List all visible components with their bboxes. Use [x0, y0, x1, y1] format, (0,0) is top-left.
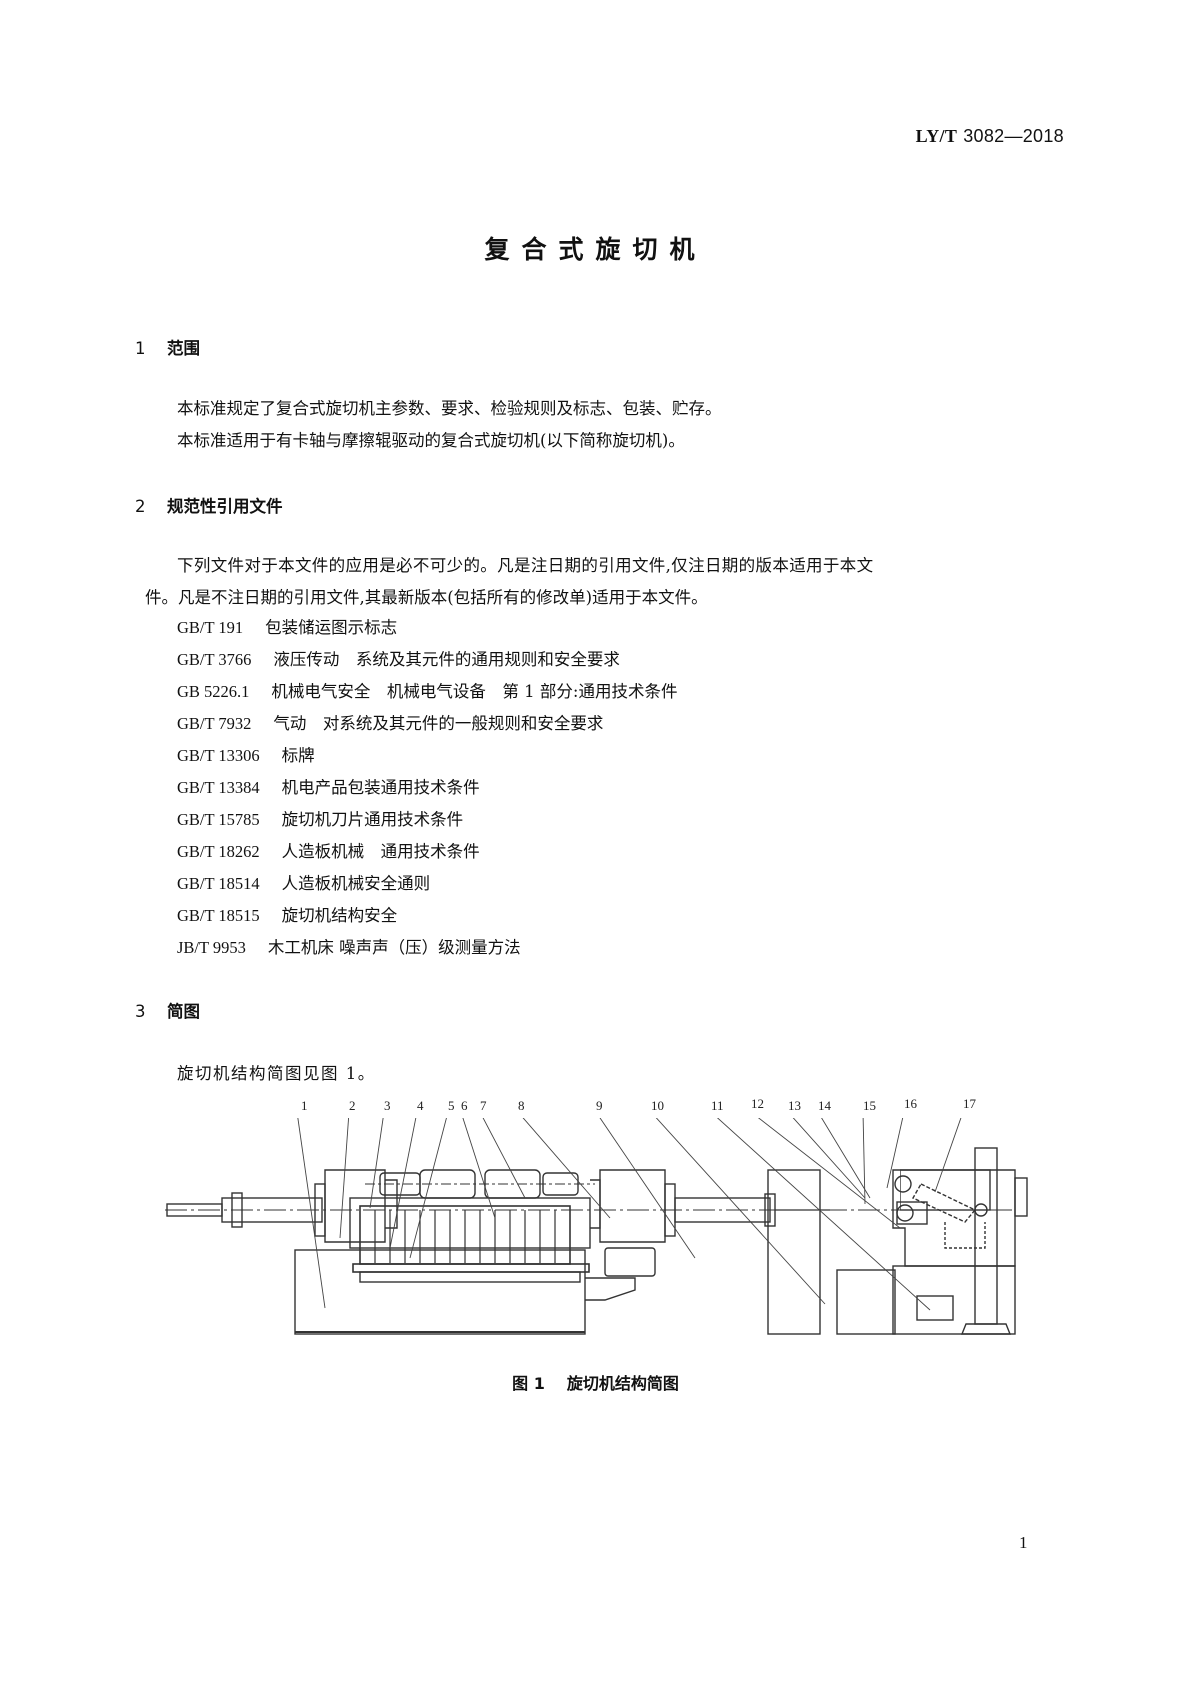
section-number: 3 [135, 1002, 146, 1021]
reference-code: JB/T 9953 [177, 938, 246, 957]
reference-item: GB/T 18514 人造板机械安全通则 [177, 868, 677, 900]
figure-title: 旋切机结构简图 [566, 1374, 679, 1393]
paragraph-line: 件。凡是不注日期的引用文件,其最新版本(包括所有的修改单)适用于本文件。 [145, 588, 708, 607]
reference-code: GB/T 3766 [177, 650, 252, 669]
reference-title: 标牌 [281, 746, 315, 765]
part-label-5: 5 [448, 1098, 455, 1113]
reference-item: GB/T 3766 液压传动 系统及其元件的通用规则和安全要求 [177, 644, 677, 676]
part-label-12: 12 [751, 1096, 764, 1111]
reference-title: 机械电气安全 机械电气设备 第 1 部分:通用技术条件 [271, 682, 678, 701]
paragraph: 本标准适用于有卡轴与摩擦辊驱动的复合式旋切机(以下简称旋切机)。 [177, 431, 685, 450]
part-label-4: 4 [417, 1098, 424, 1113]
part-label-9: 9 [596, 1098, 603, 1113]
reference-code: GB/T 15785 [177, 810, 260, 829]
section-1-heading: 1 范围 [135, 335, 200, 359]
part-label-17: 17 [963, 1096, 977, 1111]
reference-item: GB/T 7932 气动 对系统及其元件的一般规则和安全要求 [177, 708, 677, 740]
section-1-body: 本标准规定了复合式旋切机主参数、要求、检验规则及标志、包装、贮存。 本标准适用于… [177, 393, 722, 457]
reference-item: JB/T 9953 木工机床 噪声声（压）级测量方法 [177, 932, 677, 964]
part-label-8: 8 [518, 1098, 525, 1113]
part-label-15: 15 [863, 1098, 876, 1113]
reference-title: 机电产品包装通用技术条件 [281, 778, 480, 797]
paragraph: 旋切机结构简图见图 1。 [177, 1064, 376, 1083]
part-label-16: 16 [904, 1096, 918, 1111]
standard-number: 3082—2018 [963, 126, 1064, 146]
reference-item: GB/T 15785 旋切机刀片通用技术条件 [177, 804, 677, 836]
reference-item: GB/T 18262 人造板机械 通用技术条件 [177, 836, 677, 868]
reference-title: 气动 对系统及其元件的一般规则和安全要求 [273, 714, 604, 733]
reference-item: GB/T 13384 机电产品包装通用技术条件 [177, 772, 677, 804]
reference-title: 包装储运图示标志 [265, 618, 398, 637]
reference-item: GB/T 191 包装储运图示标志 [177, 612, 677, 644]
section-3-body: 旋切机结构简图见图 1。 [177, 1058, 376, 1090]
document-title: 复合式旋切机 [484, 235, 707, 264]
standard-code: LY/T 3082—2018 [916, 126, 1064, 147]
section-title: 范围 [167, 339, 200, 358]
reference-list: GB/T 191 包装储运图示标志 GB/T 3766 液压传动 系统及其元件的通用… [177, 612, 677, 964]
reference-code: GB/T 18514 [177, 874, 260, 893]
paragraph-line: 下列文件对于本文件的应用是必不可少的。凡是注日期的引用文件,仅注日期的版本适用于… [177, 556, 874, 575]
standard-prefix: LY/T [915, 126, 958, 146]
reference-code: GB/T 13306 [177, 746, 260, 765]
section-number: 2 [135, 497, 146, 516]
reference-title: 旋切机结构安全 [281, 906, 398, 925]
paragraph: 本标准规定了复合式旋切机主参数、要求、检验规则及标志、包装、贮存。 [177, 399, 722, 418]
part-label-6: 6 [461, 1098, 468, 1113]
figure-caption: 图 1 旋切机结构简图 [0, 1370, 1191, 1394]
section-2-heading: 2 规范性引用文件 [135, 493, 283, 517]
section-2-intro: 下列文件对于本文件的应用是必不可少的。凡是注日期的引用文件,仅注日期的版本适用于… [145, 550, 1065, 614]
part-label-3: 3 [384, 1098, 391, 1113]
figure-1-diagram: 1 2 3 4 5 6 7 8 9 10 11 12 13 14 15 16 1… [165, 1096, 1045, 1352]
reference-code: GB/T 18262 [177, 842, 260, 861]
reference-item: GB/T 13306 标牌 [177, 740, 677, 772]
reference-title: 旋切机刀片通用技术条件 [281, 810, 464, 829]
part-label-11: 11 [711, 1098, 724, 1113]
section-3-heading: 3 简图 [135, 998, 200, 1022]
reference-item: GB 5226.1 机械电气安全 机械电气设备 第 1 部分:通用技术条件 [177, 676, 677, 708]
reference-item: GB/T 18515 旋切机结构安全 [177, 900, 677, 932]
reference-code: GB 5226.1 [177, 682, 250, 701]
figure-1-leaders [165, 1111, 1065, 1352]
figure-number: 图 1 [512, 1374, 545, 1393]
section-title: 简图 [167, 1002, 200, 1021]
part-label-10: 10 [651, 1098, 664, 1113]
part-label-2: 2 [349, 1098, 356, 1113]
page-number: 1 [1019, 1533, 1028, 1552]
section-number: 1 [135, 339, 146, 358]
reference-title: 液压传动 系统及其元件的通用规则和安全要求 [273, 650, 620, 669]
part-label-14: 14 [818, 1098, 832, 1113]
section-title: 规范性引用文件 [167, 497, 283, 516]
part-label-7: 7 [480, 1098, 487, 1113]
part-label-13: 13 [788, 1098, 801, 1113]
figure-1-stand [899, 1118, 1050, 1352]
reference-title: 人造板机械 通用技术条件 [281, 842, 480, 861]
reference-code: GB/T 13384 [177, 778, 260, 797]
reference-title: 人造板机械安全通则 [281, 874, 431, 893]
reference-code: GB/T 7932 [177, 714, 252, 733]
reference-code: GB/T 18515 [177, 906, 260, 925]
reference-code: GB/T 191 [177, 618, 244, 637]
reference-title: 木工机床 噪声声（压）级测量方法 [267, 938, 521, 957]
part-label-1: 1 [301, 1098, 308, 1113]
